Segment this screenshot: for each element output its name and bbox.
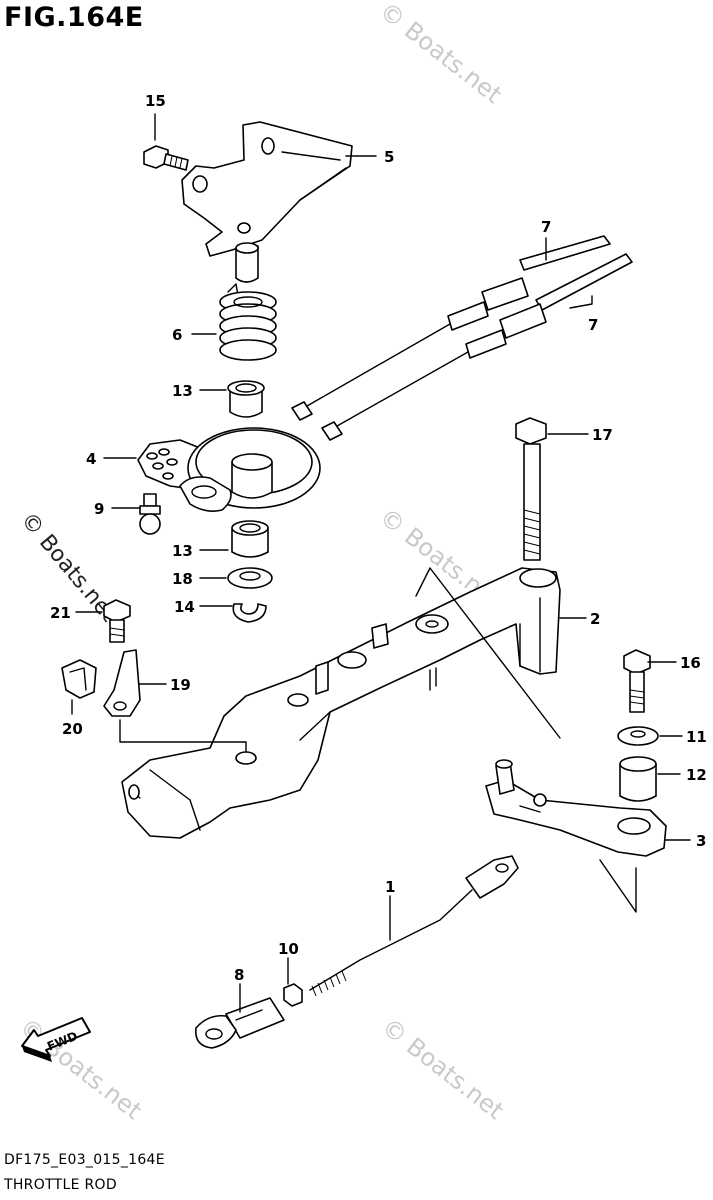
callout-19: 19 (170, 676, 191, 694)
part-9-ball-stud (139, 493, 161, 535)
part-8-rod-end (195, 997, 285, 1049)
part-5-bracket (181, 121, 353, 283)
callout-1: 1 (385, 878, 395, 896)
part-13-bushing-upper (227, 380, 265, 418)
callout-8: 8 (234, 966, 244, 984)
part-1-throttle-rod (309, 855, 519, 997)
callout-10: 10 (278, 940, 299, 958)
part-13-bushing-lower (231, 520, 269, 558)
part-16-bolt (623, 649, 651, 713)
part-17-long-bolt (515, 417, 547, 561)
callout-21: 21 (50, 604, 71, 622)
watermark-text: © Boats.net (376, 1013, 509, 1125)
part-11-washer (617, 726, 659, 746)
callout-13: 13 (172, 382, 193, 400)
callout-5: 5 (384, 148, 394, 166)
callout-20: 20 (62, 720, 83, 738)
callout-15: 15 (145, 92, 166, 110)
callouts: 15 5 7 7 6 13 4 9 13 18 14 21 19 20 17 2… (50, 92, 707, 984)
callout-18: 18 (172, 570, 193, 588)
part-4-throttle-drum (137, 427, 321, 512)
part-21-screw (103, 599, 131, 643)
callout-6: 6 (172, 326, 182, 344)
callout-7: 7 (541, 218, 551, 236)
part-3-lever (485, 759, 667, 857)
callout-3: 3 (696, 832, 706, 850)
callout-14: 14 (174, 598, 195, 616)
callout-17: 17 (592, 426, 613, 444)
callout-2: 2 (590, 610, 600, 628)
part-10-nut (283, 983, 303, 1007)
watermark-text: © Boats.net (374, 0, 507, 109)
part-14-e-clip (232, 603, 267, 623)
part-7-cables (291, 235, 633, 441)
figure-code: DF175_E03_015_164E (4, 1152, 165, 1168)
part-19-plate (103, 649, 141, 717)
callout-13: 13 (172, 542, 193, 560)
callout-4: 4 (86, 450, 96, 468)
part-6-spring (219, 283, 277, 361)
part-2-throttle-arm (121, 567, 561, 839)
callout-16: 16 (680, 654, 701, 672)
part-20-clip (61, 659, 97, 699)
leader-lines (71, 113, 691, 1013)
part-19-locator-line (119, 719, 247, 753)
part-12-collar (619, 756, 657, 802)
callout-9: 9 (94, 500, 104, 518)
figure-title: FIG.164E (4, 2, 144, 33)
callout-11: 11 (686, 728, 707, 746)
part-18-washer (227, 567, 273, 589)
figure-name: THROTTLE ROD (4, 1177, 117, 1193)
callout-7: 7 (588, 316, 598, 334)
part-15-bolt (143, 145, 189, 171)
callout-12: 12 (686, 766, 707, 784)
